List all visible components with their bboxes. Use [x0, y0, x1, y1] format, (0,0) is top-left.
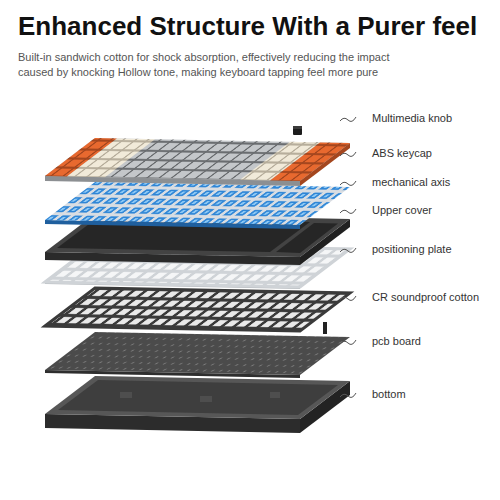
mechanical-switches	[45, 182, 350, 229]
part-label: mechanical axis	[372, 175, 450, 189]
part-label: CR soundproof cotton	[372, 290, 479, 304]
keycaps	[45, 138, 350, 186]
bottom-case	[45, 376, 350, 433]
title: Enhanced Structure With a Purer feel	[18, 12, 477, 42]
part-label: Multimedia knob	[372, 111, 452, 125]
multimedia-knob	[293, 126, 302, 135]
part-label: ABS keycap	[372, 146, 432, 160]
part-label: Upper cover	[372, 203, 432, 217]
part-label: bottom	[372, 387, 406, 401]
leader-marks	[340, 117, 356, 397]
soundproof-cotton	[45, 288, 350, 331]
part-label: pcb board	[372, 334, 421, 348]
subtitle: Built-in sandwich cotton for shock absor…	[18, 50, 428, 80]
part-label: positioning plate	[372, 242, 452, 256]
